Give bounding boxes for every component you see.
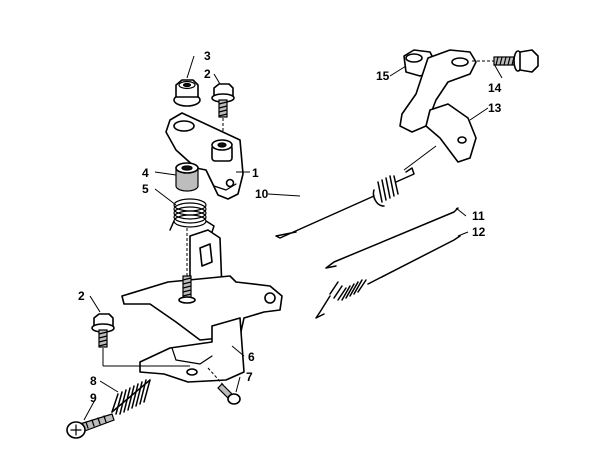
compression-spring-part-8 xyxy=(111,379,151,415)
leader-lines xyxy=(83,55,503,421)
rod-part-11 xyxy=(325,207,459,269)
callout-7: 7 xyxy=(246,370,253,384)
flange-bolt-part-2-lower xyxy=(91,313,190,367)
callout-1: 1 xyxy=(252,166,259,180)
callout-13: 13 xyxy=(488,101,502,115)
callout-11: 11 xyxy=(472,209,485,223)
callout-4: 4 xyxy=(142,166,149,180)
callout-6: 6 xyxy=(248,350,255,364)
callout-8: 8 xyxy=(90,374,97,388)
spring-rod-part-10 xyxy=(275,145,437,239)
throttle-bracket-part-1 xyxy=(165,112,244,200)
callout-10: 10 xyxy=(255,187,269,201)
callout-12: 12 xyxy=(472,225,486,239)
screw-part-7 xyxy=(207,367,241,405)
callout-14: 14 xyxy=(488,81,502,95)
bushing-part-4 xyxy=(175,162,199,192)
flange-bolt-part-2-upper xyxy=(211,83,235,140)
callout-2-upper: 2 xyxy=(204,67,211,81)
spring-rod-part-12 xyxy=(315,235,461,319)
lever-arm-part-13 xyxy=(399,49,477,163)
callout-3: 3 xyxy=(204,49,211,63)
flange-nut-part-3 xyxy=(173,79,201,107)
screw-part-9 xyxy=(66,413,115,439)
mounting-plate-part-6 xyxy=(121,229,283,383)
callout-15: 15 xyxy=(376,69,390,83)
callout-labels: 1 2 2 3 4 5 6 7 8 9 10 11 12 13 14 15 xyxy=(78,49,502,405)
callout-9: 9 xyxy=(90,391,97,405)
torsion-spring-part-5 xyxy=(169,198,215,233)
callout-2-lower: 2 xyxy=(78,289,85,303)
callout-5: 5 xyxy=(142,182,149,196)
flange-bolt-part-14 xyxy=(472,49,539,73)
